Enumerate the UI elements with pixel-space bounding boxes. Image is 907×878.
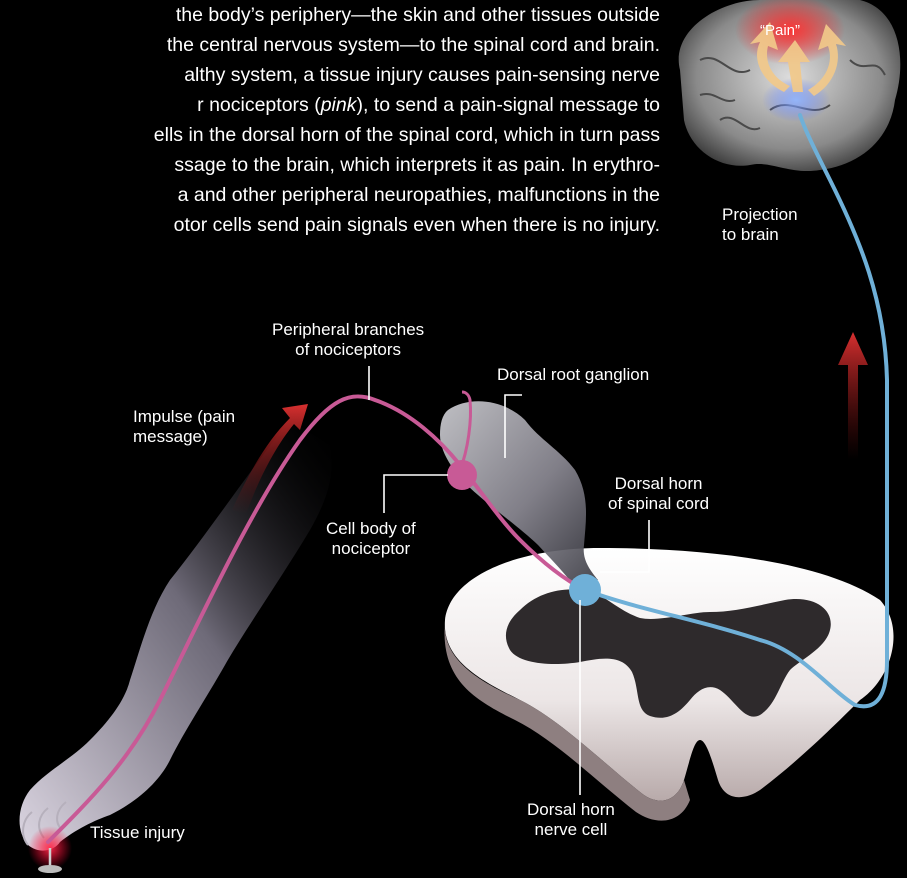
peripheral-branches-label: Peripheral branches of nociceptors: [272, 320, 424, 360]
foot-illustration: [20, 420, 332, 851]
leader-cell-body: [384, 475, 448, 513]
dorsal-horn-label: Dorsal horn of spinal cord: [608, 474, 709, 514]
nociceptor-cell-body: [447, 460, 477, 490]
ascending-arrow-right: [838, 332, 868, 460]
projection-label-line1: Projection: [722, 205, 798, 225]
pain-label: “Pain”: [760, 21, 800, 41]
dorsal-root-ganglion-label: Dorsal root ganglion: [497, 365, 649, 385]
cell-body-label-line2: nociceptor: [326, 539, 416, 559]
dh-nerve-label-line2: nerve cell: [527, 820, 615, 840]
projection-label-line2: to brain: [722, 225, 798, 245]
cell-body-label-line1: Cell body of: [326, 519, 416, 539]
impulse-label-line1: Impulse (pain: [133, 407, 235, 427]
dorsal-horn-label-line1: Dorsal horn: [608, 474, 709, 494]
tissue-injury-label: Tissue injury: [90, 823, 185, 843]
dorsal-horn-nerve-cell-label: Dorsal horn nerve cell: [527, 800, 615, 840]
cell-body-label: Cell body of nociceptor: [326, 519, 416, 559]
dh-nerve-label-line1: Dorsal horn: [527, 800, 615, 820]
impulse-label-line2: message): [133, 427, 235, 447]
peripheral-label-line2: of nociceptors: [272, 340, 424, 360]
dorsal-horn-nerve-cell: [569, 574, 601, 606]
projection-label: Projection to brain: [722, 205, 798, 245]
dorsal-horn-label-line2: of spinal cord: [608, 494, 709, 514]
peripheral-label-line1: Peripheral branches: [272, 320, 424, 340]
impulse-label: Impulse (pain message): [133, 407, 235, 447]
dorsal-root-ganglion: [440, 401, 598, 583]
